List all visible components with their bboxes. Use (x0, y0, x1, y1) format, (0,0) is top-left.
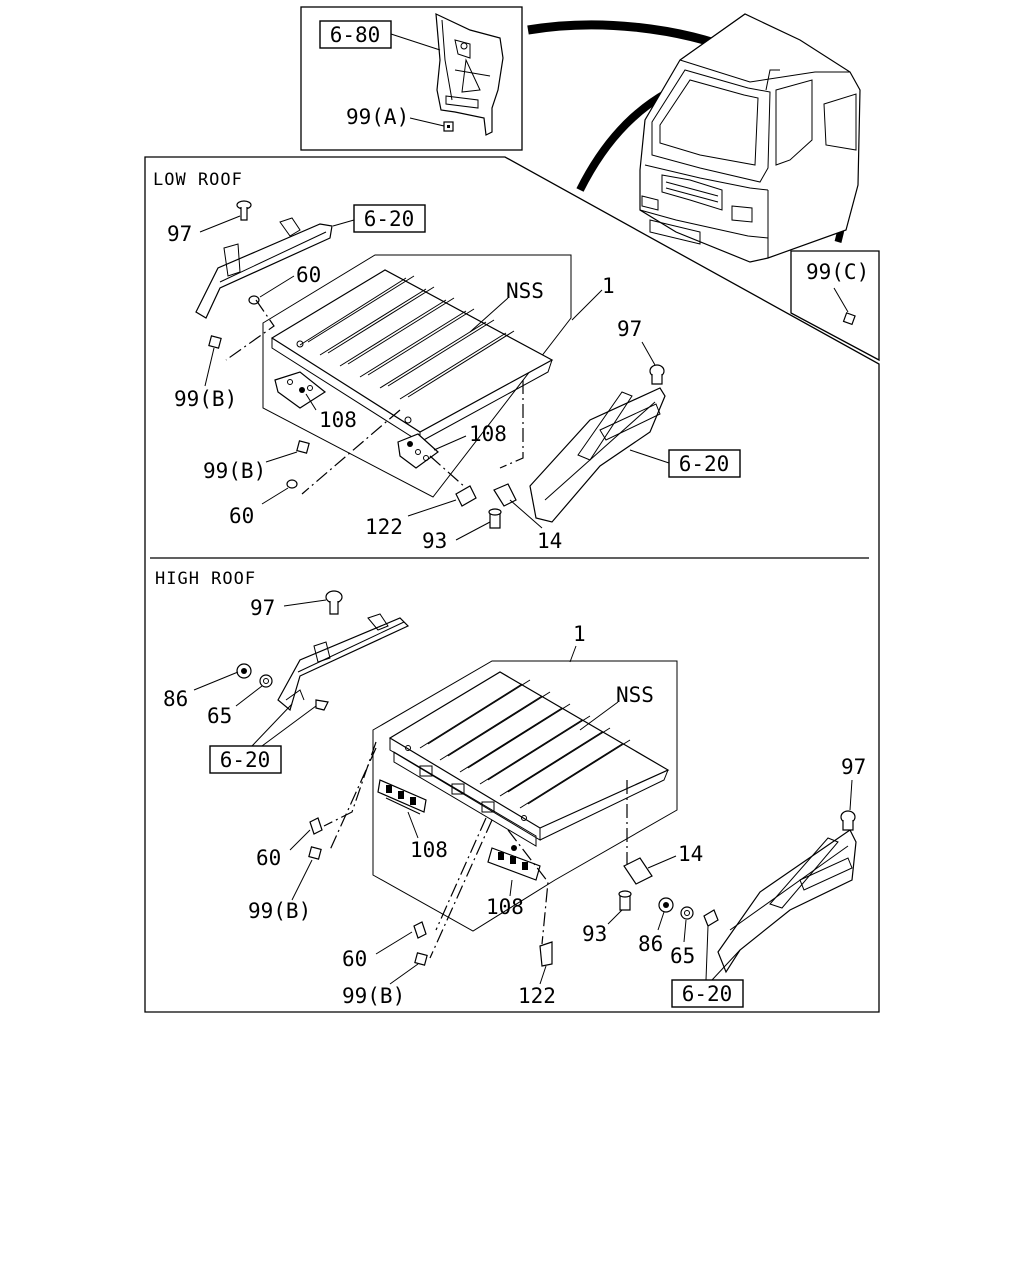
truck-cab-illustration (527, 13, 861, 263)
low-label-108-right: 108 (469, 422, 507, 446)
ref-box-6-80 (319, 20, 392, 49)
high-label-108-left: 108 (410, 838, 448, 862)
low-ref-box-6-20-right (668, 449, 741, 478)
low-label-1: 1 (602, 274, 615, 298)
high-roof-left-trim (277, 613, 410, 712)
high-roof-screw-97-left (325, 590, 343, 615)
high-roof-screw-97-right (840, 810, 856, 831)
high-label-97-left: 97 (250, 596, 275, 620)
high-roof-panel-group-outline (372, 660, 678, 932)
high-roof-title: HIGH ROOF (155, 569, 256, 589)
high-label-86-left: 86 (163, 687, 188, 711)
bracket-6-80-part (435, 13, 504, 136)
low-roof-section: LOW ROOF (153, 170, 741, 553)
low-roof-screw-97-left (236, 200, 252, 221)
high-roof-plug-60-upper (309, 817, 323, 835)
high-label-60-upper: 60 (256, 846, 281, 870)
low-label-nss: NSS (506, 279, 544, 303)
low-roof-bracket-108-right (397, 433, 439, 469)
high-label-65-left: 65 (207, 704, 232, 728)
low-label-108-left: 108 (319, 408, 357, 432)
high-roof-right-trim (703, 829, 857, 974)
low-roof-clip-99b-upper (208, 335, 222, 349)
low-ref-6-20-top: 6-20 (364, 207, 415, 231)
low-label-97-right: 97 (617, 317, 642, 341)
high-roof-plug-60-lower (413, 921, 427, 939)
low-label-60-lower: 60 (229, 504, 254, 528)
label-99a: 99(A) (346, 105, 409, 129)
high-roof-screw-93 (618, 890, 632, 911)
high-roof-section: HIGH ROOF (155, 569, 866, 1008)
low-label-93: 93 (422, 529, 447, 553)
clip-99c (842, 312, 856, 326)
high-roof-panel (388, 671, 670, 847)
low-ref-6-20-right: 6-20 (679, 452, 730, 476)
high-label-65-right: 65 (670, 944, 695, 968)
high-ref-6-20-left: 6-20 (220, 748, 271, 772)
high-label-nss: NSS (616, 683, 654, 707)
low-roof-part-122 (455, 485, 477, 507)
high-roof-bracket-108-right (487, 845, 541, 881)
high-label-86-right: 86 (638, 932, 663, 956)
high-roof-clip-left (315, 699, 329, 711)
high-label-99b-lower: 99(B) (342, 984, 405, 1008)
high-label-97-right: 97 (841, 755, 866, 779)
high-roof-bracket-108-left (377, 779, 427, 815)
high-roof-washer-86-right (658, 897, 674, 913)
inset-bracket-6-80: 6-80 99(A) (300, 6, 523, 151)
low-roof-screw-97-right (649, 364, 665, 385)
low-label-99b-lower: 99(B) (203, 459, 266, 483)
high-roof-part-122 (539, 941, 553, 967)
low-roof-plug-60-top (248, 295, 260, 305)
high-label-122: 122 (518, 984, 556, 1008)
main-frame (144, 156, 880, 1013)
high-label-108-right: 108 (486, 895, 524, 919)
high-roof-washer-86-left (236, 663, 252, 679)
low-roof-right-trim (529, 387, 666, 523)
high-label-14: 14 (678, 842, 703, 866)
high-roof-clip-14 (623, 857, 653, 885)
high-label-99b-upper: 99(B) (248, 899, 311, 923)
low-label-14: 14 (537, 529, 562, 553)
low-roof-bracket-108-left (274, 371, 327, 409)
high-label-93: 93 (582, 922, 607, 946)
inset-clip-99c: 99(C) (790, 250, 880, 362)
high-roof-clip-99b-lower (414, 952, 428, 966)
low-roof-panel-group-outline (262, 254, 572, 498)
low-roof-left-trim (195, 217, 333, 319)
label-99c: 99(C) (806, 260, 869, 284)
low-label-122: 122 (365, 515, 403, 539)
high-roof-clip-99b-upper (308, 846, 322, 860)
high-label-1: 1 (573, 622, 586, 646)
high-label-60-lower: 60 (342, 947, 367, 971)
low-label-99b-upper: 99(B) (174, 387, 237, 411)
low-roof-screw-93 (488, 508, 502, 529)
high-ref-box-6-20-left (209, 745, 282, 774)
low-ref-box-6-20-top (353, 204, 426, 233)
low-roof-title: LOW ROOF (153, 170, 243, 190)
low-label-97-left: 97 (167, 222, 192, 246)
high-roof-washer-65-right (680, 906, 694, 920)
high-roof-washer-65-left (259, 674, 273, 688)
high-ref-6-20-right: 6-20 (682, 982, 733, 1006)
high-ref-box-6-20-right (671, 979, 744, 1008)
ref-6-80-label: 6-80 (330, 23, 381, 47)
low-label-60-top: 60 (296, 263, 321, 287)
low-roof-plug-60-lower (286, 479, 298, 489)
low-roof-clip-99b-lower (296, 440, 310, 454)
